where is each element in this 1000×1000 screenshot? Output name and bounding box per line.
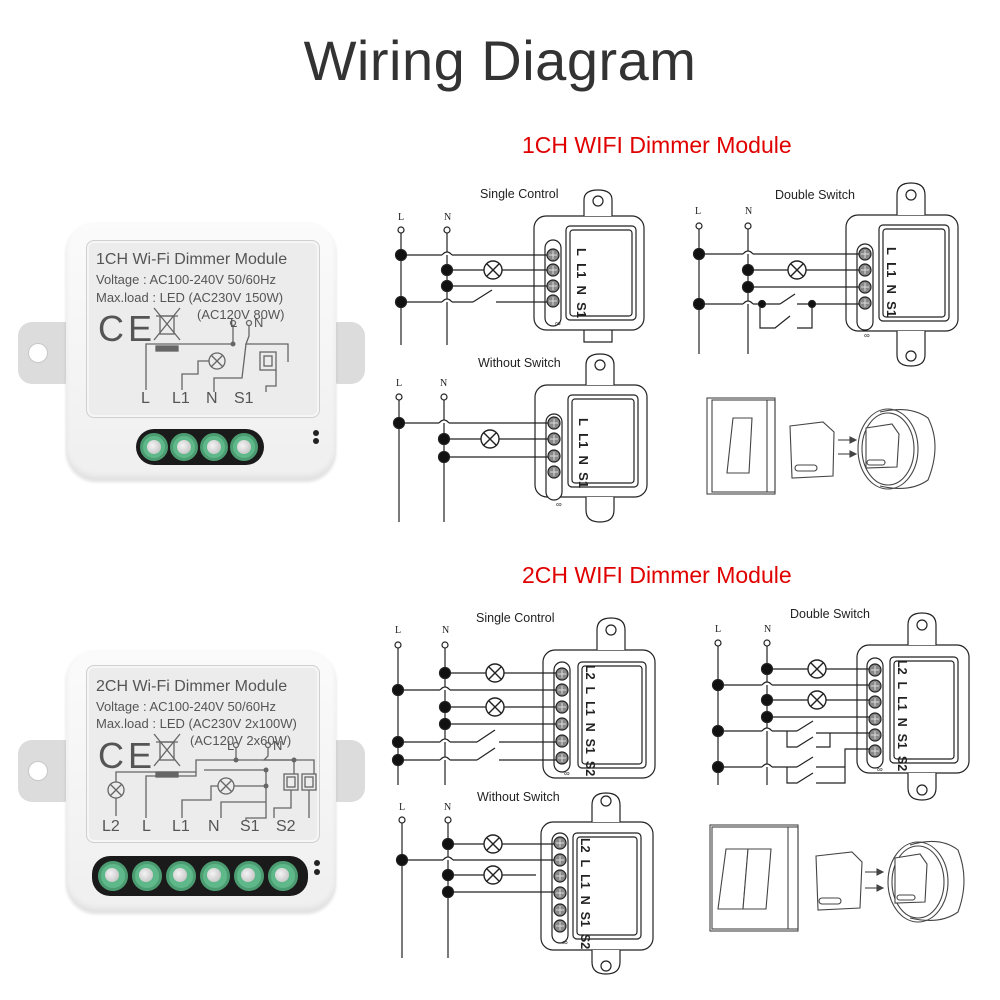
svg-text:∞: ∞ <box>877 765 883 774</box>
diagram-2ch-double-switch: Double Switch L N ∞ L2 L L1 N S1 S2 <box>711 607 970 801</box>
module-terminal-labels: L2 L L1 N S1 S2 <box>578 838 592 949</box>
line-label-n: N <box>444 802 451 813</box>
device-maxload: Max.load : LED (AC230V 150W) <box>96 290 284 305</box>
line-label-l: L <box>398 212 404 223</box>
status-led <box>313 438 319 444</box>
terminal-label: L1 <box>172 390 190 407</box>
section-title-1ch: 1CH WIFI Dimmer Module <box>522 132 792 158</box>
terminal-label: L2 <box>102 818 120 835</box>
line-label-n: N <box>444 212 451 223</box>
diagram-label: Double Switch <box>775 188 855 202</box>
diagram-label: Double Switch <box>790 607 870 621</box>
weee-bin-icon <box>153 307 181 352</box>
line-label-l: L <box>396 378 402 389</box>
ce-mark: CE <box>98 308 157 349</box>
diagram-label: Without Switch <box>478 356 561 370</box>
line-label-n: N <box>442 625 449 636</box>
terminal-labels: L2 L L1 N S1 S2 <box>86 818 318 838</box>
device-schematic-2ch: L N <box>107 733 317 820</box>
svg-text:∞: ∞ <box>555 319 561 328</box>
terminal-label: S1 <box>240 818 260 835</box>
schematic-label-l: L <box>227 738 234 753</box>
module-terminal-labels: L L1 N S1 <box>574 248 589 318</box>
terminal-labels: L L1 N S1 <box>86 390 318 410</box>
module-terminal-labels: L2 L L1 N S1 S2 <box>895 660 909 771</box>
terminal-screw <box>230 433 258 461</box>
terminal-label: N <box>206 390 218 407</box>
module-terminal-labels: L L1 N S1 <box>884 247 899 317</box>
terminal-block <box>92 856 308 896</box>
diagram-2ch-single-control: Single Control L N ∞ L2 L L1 N S1 S2 <box>391 611 656 785</box>
terminal-screw <box>268 861 298 891</box>
device-voltage: Voltage : AC100-240V 50/60Hz <box>96 272 276 287</box>
svg-text:∞: ∞ <box>562 938 568 947</box>
schematic-label-n: N <box>273 738 282 753</box>
diagram-2ch-without-switch: Without Switch L N ∞ L2 L L1 N S1 S2 <box>395 790 654 975</box>
module-terminal-labels: L2 L L1 N S1 S2 <box>583 665 597 776</box>
status-led <box>313 430 319 436</box>
diagram-label: Without Switch <box>477 790 560 804</box>
weee-bin-icon <box>153 733 181 778</box>
svg-text:∞: ∞ <box>556 500 562 509</box>
terminal-screw <box>132 861 162 891</box>
terminal-label: L <box>142 818 151 835</box>
ce-mark: CE <box>98 735 157 776</box>
terminal-screw <box>170 433 198 461</box>
terminal-label: N <box>208 818 220 835</box>
install-illustration-1ch <box>706 397 936 495</box>
line-label-n: N <box>440 378 447 389</box>
device-voltage: Voltage : AC100-240V 50/60Hz <box>96 699 276 714</box>
terminal-block <box>136 429 264 465</box>
terminal-label: S1 <box>234 390 254 407</box>
device-schematic-1ch: L N <box>145 307 289 392</box>
line-label-l: L <box>715 624 721 635</box>
device-name: 1CH Wi-Fi Dimmer Module <box>96 251 288 268</box>
device-maxload: Max.load : LED (AC230V 2x100W) <box>96 716 297 731</box>
device-label-panel <box>86 240 320 418</box>
terminal-screw <box>98 861 128 891</box>
install-illustration-2ch <box>709 824 965 932</box>
schematic-label-l: L <box>230 315 237 330</box>
device-label-panel <box>86 665 320 843</box>
schematic-label-n: N <box>254 315 263 330</box>
schematic-wires <box>145 319 289 392</box>
terminal-screw <box>140 433 168 461</box>
terminal-label: L <box>141 390 150 407</box>
terminal-screw <box>234 861 264 891</box>
page-title: Wiring Diagram <box>303 29 697 92</box>
svg-text:∞: ∞ <box>564 769 570 778</box>
diagram-label: Single Control <box>480 187 559 201</box>
line-label-n: N <box>745 206 752 217</box>
line-label-l: L <box>395 625 401 636</box>
device-maxload-120v: (AC120V 80W) <box>197 307 285 322</box>
line-label-n: N <box>764 624 771 635</box>
status-led <box>314 869 320 875</box>
section-title-2ch: 2CH WIFI Dimmer Module <box>522 562 792 588</box>
terminal-label: L1 <box>172 818 190 835</box>
terminal-screw <box>200 433 228 461</box>
diagram-1ch-single-control: Single Control L N ∞ L L1 N S1 <box>394 187 645 345</box>
terminal-screw <box>200 861 230 891</box>
svg-text:∞: ∞ <box>864 331 870 340</box>
line-label-l: L <box>695 206 701 217</box>
line-label-l: L <box>399 802 405 813</box>
diagram-1ch-without-switch: Without Switch L N ∞ L L1 N S1 <box>392 353 648 523</box>
terminal-label: S2 <box>276 818 296 835</box>
device-name: 2CH Wi-Fi Dimmer Module <box>96 678 288 695</box>
module-terminal-labels: L L1 N S1 <box>576 418 591 488</box>
diagram-1ch-double-switch: Double Switch L N ∞ L L1 N S1 <box>692 182 959 367</box>
terminal-screw <box>166 861 196 891</box>
status-led <box>314 860 320 866</box>
diagram-label: Single Control <box>476 611 555 625</box>
